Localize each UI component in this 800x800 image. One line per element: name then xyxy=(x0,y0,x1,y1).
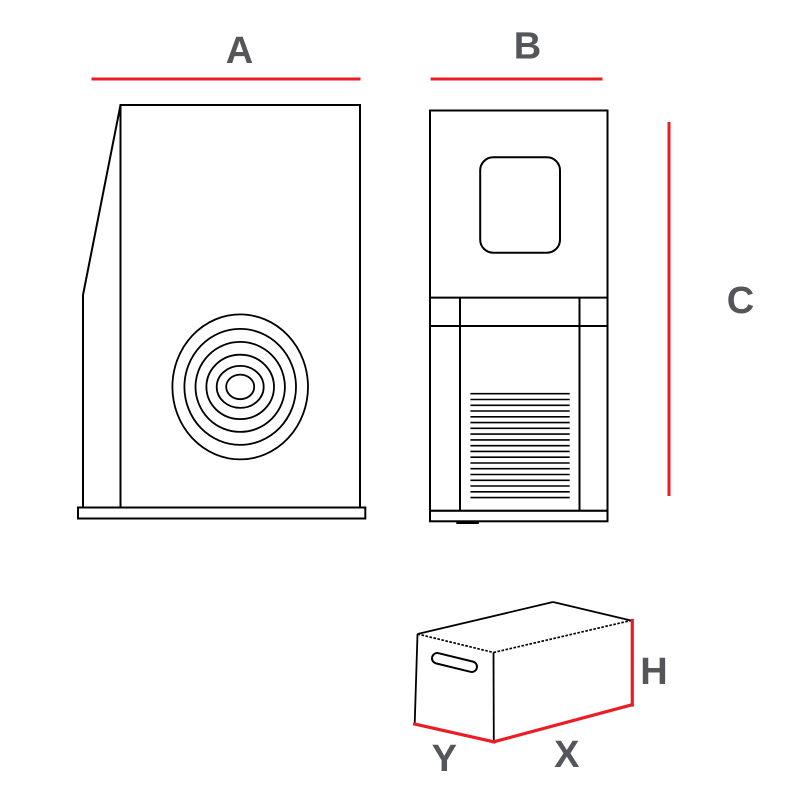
svg-text:A: A xyxy=(226,30,253,72)
svg-text:X: X xyxy=(554,734,580,776)
svg-text:C: C xyxy=(727,280,754,322)
svg-text:H: H xyxy=(640,651,667,693)
svg-text:B: B xyxy=(514,26,541,68)
svg-text:Y: Y xyxy=(432,738,457,780)
